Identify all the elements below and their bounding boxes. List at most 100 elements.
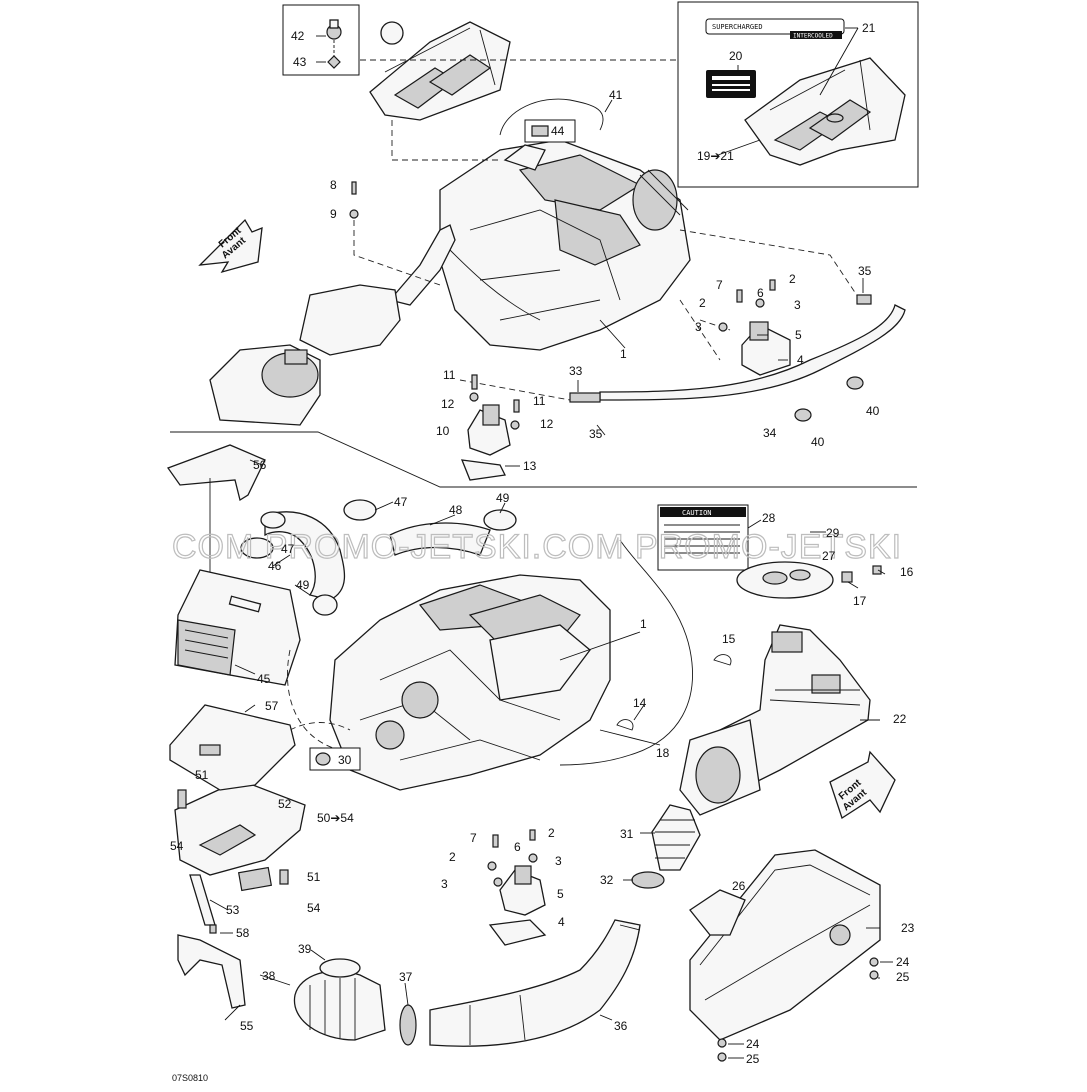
engine-mount-top-left bbox=[460, 374, 520, 481]
front-arrow-bottom: Front Avant bbox=[829, 750, 896, 819]
callout-2-top-left: 2 bbox=[699, 296, 706, 310]
engine-mount-lower bbox=[487, 829, 547, 946]
callout-18: 18 bbox=[656, 746, 670, 760]
engine-mount-top-right bbox=[718, 279, 791, 376]
lower-housing-23 bbox=[689, 849, 881, 1062]
callout-4-bottom: 4 bbox=[558, 915, 565, 929]
inset-box-supercharger-cover: SUPERCHARGED INTERCOOLED bbox=[677, 1, 919, 188]
callout-5-bottom: 5 bbox=[557, 887, 564, 901]
callout-6-top: 6 bbox=[757, 286, 764, 300]
callout-3-bottom-left: 3 bbox=[441, 877, 448, 891]
caution-decal: CAUTION bbox=[682, 509, 712, 517]
callout-13: 13 bbox=[523, 459, 537, 473]
callout-32: 32 bbox=[600, 873, 614, 887]
throttle-cable bbox=[559, 539, 732, 766]
callout-14: 14 bbox=[633, 696, 647, 710]
callout-37: 37 bbox=[399, 970, 413, 984]
callout-49-left: 49 bbox=[296, 578, 310, 592]
callout-43: 43 bbox=[293, 55, 307, 69]
supercharged-decal: SUPERCHARGED bbox=[712, 23, 763, 31]
bracket-55 bbox=[177, 924, 246, 1009]
front-arrow-top: Front Avant bbox=[198, 218, 263, 274]
air-intake-silencer: CAUTION bbox=[657, 504, 882, 816]
callout-39: 39 bbox=[298, 942, 312, 956]
callout-17: 17 bbox=[853, 594, 867, 608]
callout-40-left: 40 bbox=[811, 435, 825, 449]
callout-52: 52 bbox=[278, 797, 292, 811]
callout-42: 42 bbox=[291, 29, 305, 43]
callout-9: 9 bbox=[330, 207, 337, 221]
callout-22: 22 bbox=[893, 712, 907, 726]
plate-57 bbox=[169, 704, 296, 791]
callout-25-right: 25 bbox=[896, 970, 910, 984]
callout-2-top-right: 2 bbox=[789, 272, 796, 286]
clamp-box-44 bbox=[524, 119, 576, 143]
callout-15: 15 bbox=[722, 632, 736, 646]
lower-engine-assembly bbox=[287, 574, 611, 791]
callout-34: 34 bbox=[763, 426, 777, 440]
intercooled-decal: INTERCOOLED bbox=[793, 33, 833, 40]
callout-21: 21 bbox=[862, 21, 876, 35]
callout-50-54: 50➔54 bbox=[317, 811, 354, 825]
callout-55: 55 bbox=[240, 1019, 254, 1033]
callout-47-left: 47 bbox=[281, 542, 295, 556]
callout-30: 30 bbox=[338, 753, 352, 767]
callout-40-right: 40 bbox=[866, 404, 880, 418]
callout-35-top: 35 bbox=[858, 264, 872, 278]
top-engine-cover bbox=[360, 21, 678, 121]
callout-12-right: 12 bbox=[540, 417, 554, 431]
callout-47-top: 47 bbox=[394, 495, 408, 509]
callout-38: 38 bbox=[262, 969, 276, 983]
callout-1-top: 1 bbox=[620, 347, 627, 361]
air-duct-36 bbox=[293, 919, 641, 1047]
leader-lines bbox=[209, 27, 893, 1059]
callout-10: 10 bbox=[436, 424, 450, 438]
callout-57: 57 bbox=[265, 699, 279, 713]
callout-3-top-right: 3 bbox=[794, 298, 801, 312]
intercooler-45 bbox=[174, 569, 301, 686]
diagram-code: 07S0810 bbox=[172, 1073, 208, 1083]
callout-1-bottom: 1 bbox=[640, 617, 647, 631]
hose-34 bbox=[569, 294, 906, 422]
reference-lines-top bbox=[353, 120, 861, 401]
callout-54-bottom: 54 bbox=[307, 901, 321, 915]
callout-58: 58 bbox=[236, 926, 250, 940]
callout-7-top: 7 bbox=[716, 278, 723, 292]
callout-16: 16 bbox=[900, 565, 914, 579]
callout-20: 20 bbox=[729, 49, 743, 63]
callout-56: 56 bbox=[253, 458, 267, 472]
clamp-box-30 bbox=[309, 747, 361, 771]
boost-hoses bbox=[240, 499, 517, 616]
hose-31 bbox=[631, 804, 701, 889]
callout-53: 53 bbox=[226, 903, 240, 917]
callout-12-left: 12 bbox=[441, 397, 455, 411]
callout-41: 41 bbox=[609, 88, 623, 102]
callout-36: 36 bbox=[614, 1019, 628, 1033]
callout-51-bottom: 51 bbox=[307, 870, 321, 884]
callout-27: 27 bbox=[822, 549, 836, 563]
callout-24-right: 24 bbox=[896, 955, 910, 969]
callout-6-bottom: 6 bbox=[514, 840, 521, 854]
watermark: COM PROMO-JETSKI.COM PROMO-JETSKI bbox=[172, 528, 902, 566]
callout-29: 29 bbox=[826, 526, 840, 540]
top-engine-assembly bbox=[209, 98, 691, 426]
callout-24-bottom: 24 bbox=[746, 1037, 760, 1051]
callout-2-bottom-right: 2 bbox=[548, 826, 555, 840]
callout-54-top: 54 bbox=[170, 839, 184, 853]
callout-51-top: 51 bbox=[195, 768, 209, 782]
callout-49-top: 49 bbox=[496, 491, 510, 505]
callout-26: 26 bbox=[732, 879, 746, 893]
callout-5-top: 5 bbox=[795, 328, 802, 342]
callout-8: 8 bbox=[330, 178, 337, 192]
callout-46: 46 bbox=[268, 559, 282, 573]
callout-11-left: 11 bbox=[443, 368, 456, 382]
callout-4-top: 4 bbox=[797, 353, 804, 367]
callout-33: 33 bbox=[569, 364, 583, 378]
fastener-box-42-43 bbox=[282, 4, 360, 76]
callout-2-bottom-left: 2 bbox=[449, 850, 456, 864]
callout-28: 28 bbox=[762, 511, 776, 525]
callout-7-bottom: 7 bbox=[470, 831, 477, 845]
callout-3-top-left: 3 bbox=[695, 320, 702, 334]
callout-11-right: 11 bbox=[533, 394, 546, 408]
